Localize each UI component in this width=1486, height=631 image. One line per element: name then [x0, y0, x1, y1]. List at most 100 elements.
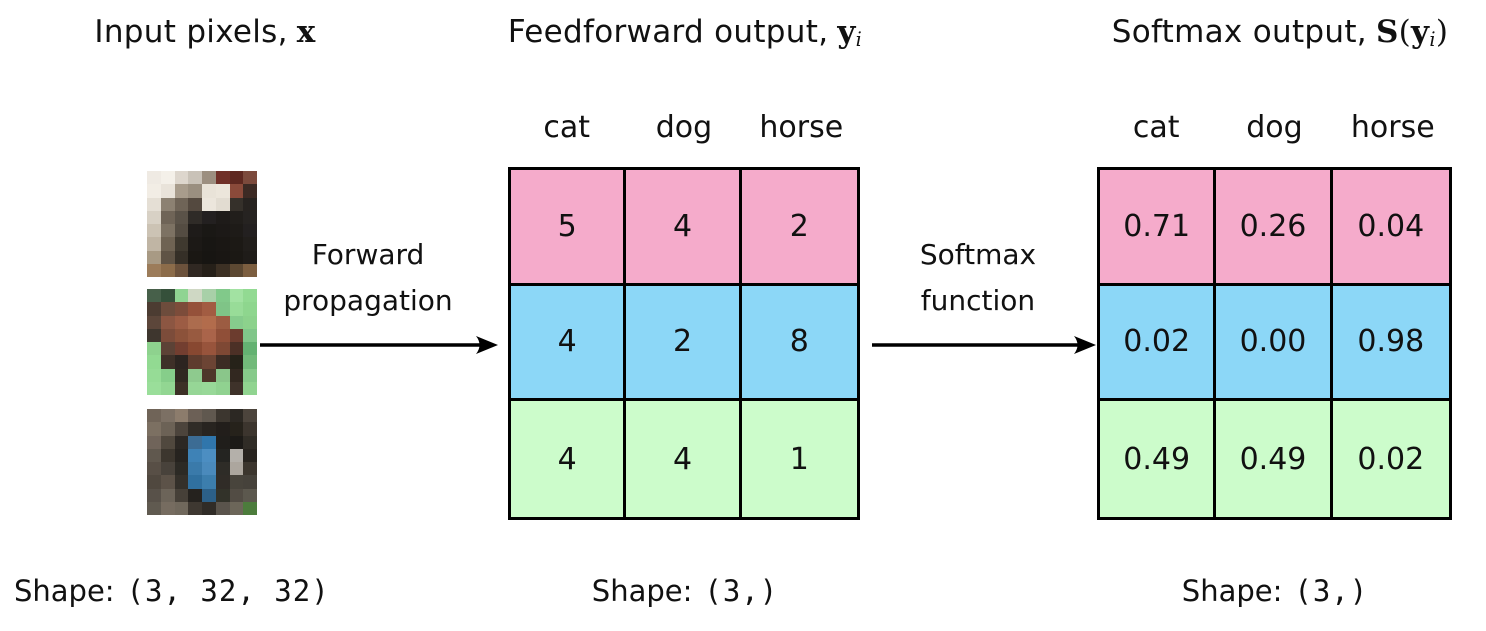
image-pixel: [229, 210, 244, 224]
image-pixel: [147, 184, 161, 198]
image-pixel: [202, 422, 216, 436]
title-input-pixels: Input pixels,x: [40, 14, 370, 50]
image-pixel: [243, 435, 257, 449]
image-pixel: [215, 224, 230, 238]
image-pixel: [229, 263, 244, 277]
image-pixel: [243, 263, 257, 277]
image-pixel: [174, 355, 189, 369]
image-pixel: [147, 237, 161, 251]
image-pixel: [202, 197, 216, 211]
image-pixel: [188, 355, 202, 369]
image-pixel: [147, 368, 161, 382]
math-y: y: [837, 14, 856, 50]
shape-label-text: Shape:: [1181, 574, 1283, 608]
softmax-arrow: [872, 336, 1096, 354]
image-pixel: [188, 171, 202, 185]
image-pixel: [147, 263, 161, 277]
image-pixel: [174, 462, 189, 476]
image-pixel: [229, 315, 244, 329]
matrix-cell: 4: [511, 285, 627, 402]
image-pixel: [188, 381, 202, 395]
image-pixel: [229, 409, 244, 423]
image-pixel: [229, 435, 244, 449]
image-pixel: [174, 422, 189, 436]
image-pixel: [160, 435, 175, 449]
image-pixel: [215, 368, 230, 382]
image-pixel: [243, 409, 257, 423]
image-pixel: [160, 289, 175, 303]
image-pixel: [147, 381, 161, 395]
image-pixel: [188, 263, 202, 277]
image-pixel: [174, 409, 189, 423]
image-pixel: [160, 197, 175, 211]
math-y2: y: [1411, 14, 1430, 50]
image-pixel: [215, 263, 230, 277]
image-pixel: [202, 210, 216, 224]
image-pixel: [147, 210, 161, 224]
image-pixel: [147, 488, 161, 502]
image-pixel: [229, 448, 244, 462]
image-pixel: [188, 210, 202, 224]
image-pixel: [174, 263, 189, 277]
image-pixel: [202, 448, 216, 462]
image-pixel: [188, 501, 202, 515]
matrix-cell: 2: [741, 170, 857, 286]
image-pixel: [160, 475, 175, 489]
image-pixel: [188, 184, 202, 198]
image-pixel: [174, 197, 189, 211]
matrix-cell: 0.02: [1100, 285, 1217, 402]
image-pixel: [202, 368, 216, 382]
image-pixel: [229, 368, 244, 382]
image-pixel: [147, 435, 161, 449]
column-header-cat: cat: [1132, 109, 1180, 145]
matrix-cell: 0.49: [1216, 401, 1333, 517]
column-header-dog: dog: [655, 109, 713, 145]
forward-arrow: [260, 336, 498, 354]
image-pixel: [174, 237, 189, 251]
image-pixel: [243, 184, 257, 198]
image-pixel: [202, 224, 216, 238]
matrix-cell: 5: [511, 170, 627, 286]
title-feedforward-output: Feedforward output,yi: [445, 14, 925, 51]
matrix-cell: 2: [626, 285, 742, 402]
image-pixel: [243, 224, 257, 238]
matrix-cell: 0.26: [1216, 170, 1333, 286]
math-subscript-i2: i: [1429, 28, 1436, 52]
image-pixel: [215, 328, 230, 342]
shape-label-text: Shape:: [14, 574, 115, 608]
image-pixel: [174, 224, 189, 238]
image-pixel: [160, 355, 175, 369]
image-pixel: [147, 342, 161, 356]
image-pixel: [202, 475, 216, 489]
image-pixel: [229, 250, 244, 264]
image-pixel: [174, 435, 189, 449]
image-pixel: [160, 488, 175, 502]
image-pixel: [202, 488, 216, 502]
image-pixel: [202, 289, 216, 303]
image-pixel: [202, 315, 216, 329]
image-pixel: [160, 381, 175, 395]
matrix-cell: 8: [741, 285, 857, 402]
image-pixel: [147, 462, 161, 476]
image-pixel: [160, 263, 175, 277]
image-pixel: [215, 435, 230, 449]
shape-tuple: (3,): [1294, 574, 1369, 608]
image-pixel: [243, 210, 257, 224]
image-pixel: [188, 197, 202, 211]
forward-propagation-line2: propagation: [283, 284, 453, 317]
image-pixel: [160, 315, 175, 329]
image-pixel: [147, 302, 161, 316]
image-pixel: [243, 302, 257, 316]
image-pixel: [229, 355, 244, 369]
image-pixel: [243, 475, 257, 489]
image-pixel: [215, 409, 230, 423]
image-pixel: [215, 422, 230, 436]
input-image-cat: [147, 171, 257, 277]
image-pixel: [229, 328, 244, 342]
image-pixel: [215, 237, 230, 251]
image-pixel: [243, 368, 257, 382]
image-pixel: [147, 171, 161, 185]
title-input-text: Input pixels,: [94, 14, 288, 50]
